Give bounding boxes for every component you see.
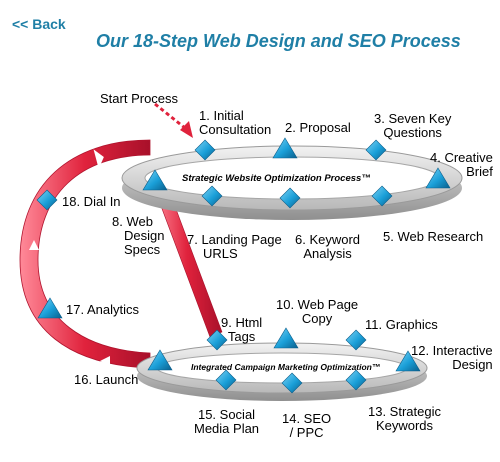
start-process-label: Start Process [100,91,179,106]
pyramid-icon [37,297,63,319]
bottom-ring [136,342,428,401]
page-title: Our 18-Step Web Design and SEO Process [96,31,461,51]
pyramid-icon [395,350,421,372]
step-2-label: 2. Proposal [285,120,351,135]
pyramid-icon [273,327,299,349]
cube-icon [371,185,393,207]
back-link[interactable]: << Back [12,16,66,32]
cube-icon [365,139,387,161]
cube-icon [281,372,303,394]
pyramid-icon [425,167,451,189]
cube-icon [36,189,58,211]
step-17-label: 17. Analytics [66,302,139,317]
step-18-label: 18. Dial In [62,194,121,209]
step-5-label: 5. Web Research [383,229,484,244]
bottom-ring-label: Integrated Campaign Marketing Optimizati… [191,362,381,372]
pyramid-icon [147,349,173,371]
cube-icon [194,139,216,161]
cube-icon [201,185,223,207]
step-14-label: 14. SEO/ PPC [282,411,332,440]
pyramid-icon [142,169,168,191]
step-shapes [36,137,451,394]
step-16-label: 16. Launch [74,372,139,387]
start-arrow [154,102,193,138]
cube-icon [345,329,367,351]
step-11-label: 11. Graphics [365,317,438,332]
pyramid-icon [272,137,298,159]
cube-icon [206,329,228,351]
cube-icon [215,369,237,391]
cube-icon [279,187,301,209]
cube-icon [345,369,367,391]
top-ring-label: Strategic Website Optimization Process™ [182,173,371,184]
